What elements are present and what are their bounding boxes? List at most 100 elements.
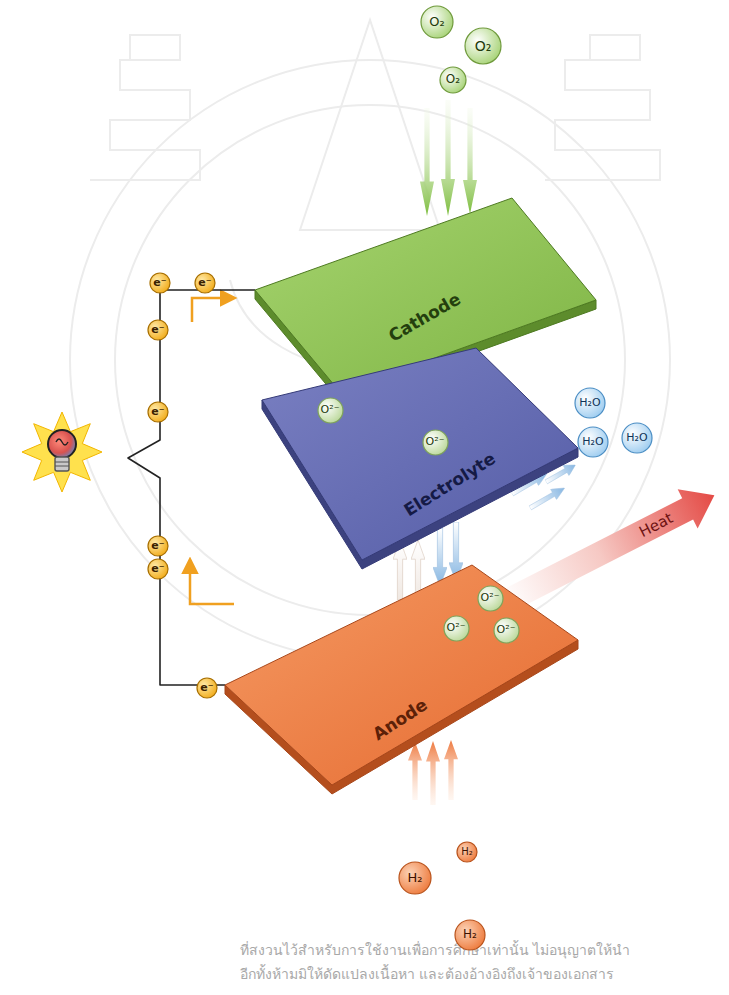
hydrogen-molecule-label: H₂	[463, 928, 477, 942]
electron-circle	[148, 402, 168, 422]
anode-plate: AnodeO²⁻O²⁻O²⁻	[225, 565, 578, 794]
electron-label: e⁻	[153, 277, 166, 290]
bulb-filament	[56, 439, 68, 445]
electron-circle	[148, 536, 168, 556]
oxide-ion: O²⁻	[317, 397, 344, 424]
electrolyte-plate-outline	[262, 348, 578, 569]
hydrogen-molecule-label: H₂	[408, 871, 423, 886]
water-molecule-circle	[578, 427, 608, 457]
oxygen-molecule-label: O₂	[446, 73, 460, 87]
oxide-ion-circle	[423, 430, 448, 455]
watermark-text-holder: อีกทั้งห้ามมิให้ดัดแปลงเนื้อหา และต้องอ้…	[240, 964, 615, 983]
oxygen-molecule-circle	[465, 28, 501, 64]
flow-arrow	[433, 528, 447, 586]
oxygen-molecule-label: O₂	[429, 15, 444, 30]
hydrogen-molecule-label: H₂	[461, 846, 473, 858]
watermark-text-holder: ที่สงวนไว้สำหรับการใช้งานเพื่อการศึกษาเท…	[240, 940, 631, 959]
water-molecule-circle	[622, 423, 652, 453]
oxygen-molecule-circle	[421, 6, 453, 38]
pagoda-outline	[545, 35, 660, 180]
electron-label: e⁻	[151, 540, 164, 553]
current-direction-arrow	[190, 560, 234, 604]
anode-plate-outline	[225, 565, 578, 794]
flow-arrow	[441, 100, 455, 216]
hydrogen-flow-arrows	[408, 740, 458, 805]
flow-arrow	[426, 741, 440, 805]
electron-label: e⁻	[151, 324, 164, 337]
oxygen-molecule-label: O₂	[475, 38, 492, 54]
heat-arrow	[495, 476, 724, 622]
oxygen-molecule-circle	[440, 67, 466, 93]
electron-circle	[197, 678, 217, 698]
emblem-ring	[115, 105, 625, 615]
water-molecule-circle	[575, 388, 605, 418]
oxygen-molecule: O₂	[439, 66, 467, 94]
hydrogen-molecule: H₂	[454, 919, 486, 951]
current-direction-arrow	[192, 298, 234, 322]
water-molecule: H₂O	[577, 426, 609, 458]
plate-face	[225, 565, 578, 785]
flow-arrow	[444, 740, 458, 800]
electron-label: e⁻	[151, 563, 164, 576]
oxide-ion-label: O²⁻	[426, 436, 445, 449]
electron: e⁻	[147, 401, 169, 423]
electron-label: e⁻	[151, 406, 164, 419]
oxide-ion-circle	[494, 618, 519, 643]
bulb-glass	[48, 430, 76, 458]
electron-circle	[150, 273, 170, 293]
electron-label: e⁻	[198, 277, 211, 290]
flow-arrow	[420, 108, 434, 216]
flow-arrow	[463, 108, 477, 214]
oxide-ion-label: O²⁻	[321, 404, 340, 417]
heat-label: Heat	[636, 509, 676, 541]
oxide-ion-circle	[444, 616, 469, 641]
crown-outline	[300, 20, 440, 230]
electron: e⁻	[149, 272, 171, 294]
water-molecule: H₂O	[621, 422, 653, 454]
hydrogen-molecule: H₂	[456, 841, 478, 863]
pagoda-outline	[90, 35, 200, 180]
hydrogen-molecule-circle	[399, 862, 431, 894]
flow-arrow	[527, 483, 568, 513]
hydrogen-molecule-circle	[457, 842, 477, 862]
electron-circle	[195, 273, 215, 293]
plate-face	[262, 348, 578, 560]
watermark-text: ที่สงวนไว้สำหรับการใช้งานเพื่อการศึกษาเท…	[240, 942, 630, 958]
oxide-ion: O²⁻	[477, 585, 504, 612]
oxygen-molecule: O₂	[464, 27, 502, 65]
bulb-thread	[55, 462, 69, 466]
oxide-ion-label: O²⁻	[481, 592, 500, 605]
oxygen-molecule: O₂	[420, 5, 454, 39]
electron: e⁻	[147, 558, 169, 580]
oxide-ion-circle	[478, 586, 503, 611]
oxygen-flow-arrows	[420, 100, 477, 216]
bulb-glow	[22, 412, 102, 492]
oxide-ion: O²⁻	[422, 429, 449, 456]
oxide-ion-label: O²⁻	[447, 622, 466, 635]
watermark-text: อีกทั้งห้ามมิให้ดัดแปลงเนื้อหา และต้องอ้…	[240, 966, 614, 982]
electrolyte-plate: ElectrolyteO²⁻O²⁻	[262, 348, 578, 569]
oxide-ion-label: O²⁻	[497, 624, 516, 637]
circuit-wire	[128, 290, 255, 685]
electron-label: e⁻	[200, 682, 213, 695]
electron-circle	[148, 559, 168, 579]
oxide-ion: O²⁻	[443, 615, 470, 642]
electron: e⁻	[194, 272, 216, 294]
hydrogen-molecule: H₂	[398, 861, 432, 895]
electron-circle	[148, 320, 168, 340]
bulb-base	[55, 457, 69, 471]
heat-arrow-shape	[495, 476, 724, 622]
light-bulb	[22, 412, 102, 492]
flow-arrow	[408, 742, 422, 800]
water-molecule-label: H₂O	[626, 432, 647, 445]
oxide-ion: O²⁻	[493, 617, 520, 644]
electron: e⁻	[196, 677, 218, 699]
heat-label-holder: Heat	[636, 508, 677, 541]
hydrogen-molecule-circle	[455, 920, 485, 950]
electron: e⁻	[147, 319, 169, 341]
electron: e⁻	[147, 535, 169, 557]
water-molecule-label: H₂O	[582, 436, 603, 449]
water-molecule: H₂O	[574, 387, 606, 419]
